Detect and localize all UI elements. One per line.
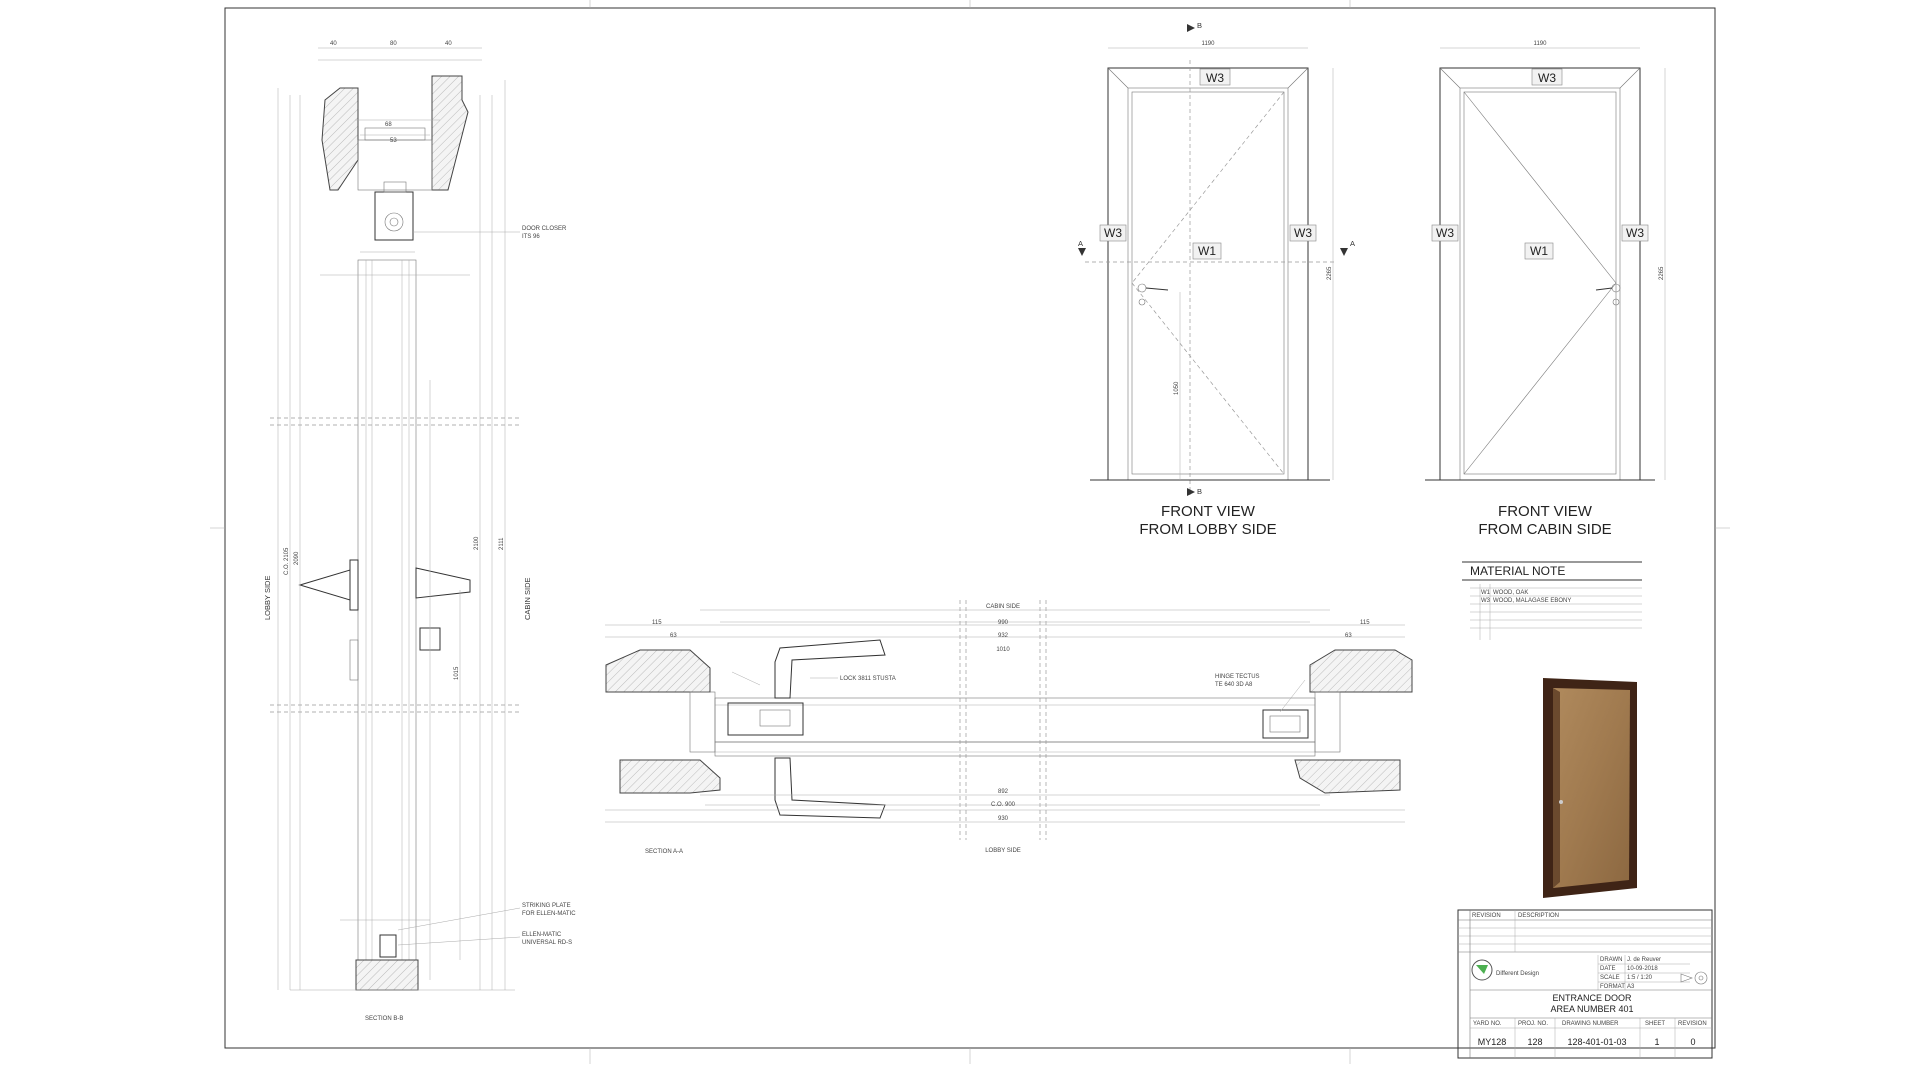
tb-header-drawing: DRAWING NUMBER [1562,1021,1619,1027]
material-row-code: W3 [1481,598,1491,604]
info-value: J. de Reuver [1627,957,1661,963]
material-row-desc: WOOD, OAK [1493,590,1528,596]
section-marker-b-top: B [1197,21,1202,30]
title-block [1457,909,1713,1059]
company-name: Different Design [1496,971,1539,977]
ellen-matic-callout: ELLEN-MATIC [522,932,562,938]
aa-top-dim: 990 [998,620,1009,626]
lobby-view-subtitle: FROM LOBBY SIDE [1139,521,1276,538]
door-3d-render [1543,678,1637,898]
bb-top-dim: 80 [390,41,397,47]
section-marker-a-right: A [1350,239,1355,248]
bb-top-dim: 68 [385,122,392,128]
front-view-cabin-drawing [1425,47,1666,481]
hinge-callout: TE 640 3D A8 [1215,682,1253,688]
front-view-lobby-drawing [1078,24,1348,496]
tb-header-revision: REVISION [1678,1021,1707,1027]
aa-bottom-dim: 930 [998,816,1009,822]
ellen-matic-callout: UNIVERSAL RD-S [522,940,572,946]
lobby-view-title: FRONT VIEW [1161,503,1256,520]
aa-bottom-dim: C.O. 900 [991,802,1016,808]
bb-top-dim: 53 [390,138,397,144]
bb-callouts [397,231,521,946]
section-bb-drawing [270,47,520,991]
lobby-tag-w3-left: W3 [1104,226,1122,240]
info-label: DATE [1600,966,1616,972]
info-label: DRAWN [1600,957,1622,963]
cabin-height-dim: 2265 [1659,266,1665,280]
cabin-tag-w3-top: W3 [1538,71,1556,85]
tb-sheet-value: 1 [1654,1037,1659,1047]
hinge-callout: HINGE TECTUS [1215,674,1260,680]
bb-dim-right: 1015 [454,666,460,680]
aa-side-dim: 115 [652,620,662,626]
lock-callout: LOCK 3811 STUSTA [840,676,896,682]
drawing-title: ENTRANCE DOOR [1552,993,1632,1003]
lobby-height-dim: 2265 [1327,266,1333,280]
bb-top-dim: 40 [445,41,452,47]
material-row-code: W1 [1481,590,1491,596]
bb-top-dim: 40 [330,41,337,47]
info-value: A3 [1627,984,1635,990]
aa-side-dim: 63 [1345,633,1352,639]
tb-header-yard: YARD NO. [1473,1021,1502,1027]
bb-dim-right: 2111 [499,537,505,550]
cabin-tag-w3-left: W3 [1436,226,1454,240]
info-value: 10-09-2018 [1627,966,1658,972]
section-aa-drawing [605,600,1413,840]
tb-header-proj: PROJ. NO. [1518,1021,1548,1027]
bb-dim-left: C.O. 2105 [284,547,290,575]
aa-cabin-side-label: CABIN SIDE [986,604,1020,610]
section-bb-label: SECTION B-B [365,1016,403,1022]
cabin-tag-w3-right: W3 [1626,226,1644,240]
cabin-width-dim: 1190 [1534,41,1548,47]
door-closer-callout: ITS 96 [522,234,540,240]
bb-dim-right: 2100 [474,536,480,550]
info-value: 1:5 / 1:20 [1627,975,1653,981]
material-note-table [1462,561,1642,640]
section-aa-label: SECTION A-A [645,849,683,855]
cabin-tag-w1-center: W1 [1530,244,1548,258]
aa-bottom-dim: 892 [998,789,1009,795]
aa-side-dim: 63 [670,633,677,639]
cabin-view-subtitle: FROM CABIN SIDE [1478,521,1611,538]
info-label: SCALE [1600,975,1620,981]
tb-drawing-number: 128-401-01-03 [1567,1037,1626,1047]
door-closer-callout: DOOR CLOSER [522,226,567,232]
aa-top-dim: 1010 [996,647,1010,653]
bb-dim-left: 2090 [294,551,300,565]
lobby-handle-dim: 1050 [1174,381,1180,395]
sheet-border [210,0,1730,1064]
lobby-tag-w1-center: W1 [1198,244,1216,258]
striking-plate-callout: STRIKING PLATE [522,903,571,909]
aa-lobby-side-label: LOBBY SIDE [985,848,1021,854]
striking-plate-callout: FOR ELLEN-MATIC [522,911,576,917]
lobby-tag-w3-top: W3 [1206,71,1224,85]
section-marker-b-bottom: B [1197,487,1202,496]
section-marker-a-left: A [1078,239,1083,248]
aa-top-dim: 932 [998,633,1009,639]
description-header: DESCRIPTION [1518,913,1559,919]
info-label: FORMAT [1600,984,1625,990]
lobby-tag-w3-right: W3 [1294,226,1312,240]
revision-header: REVISION [1472,913,1501,919]
drawing-subtitle: AREA NUMBER 401 [1550,1004,1633,1014]
tb-proj-value: 128 [1527,1037,1542,1047]
bb-cabin-side-label: CABIN SIDE [523,577,532,620]
tb-revision-value: 0 [1690,1037,1695,1047]
tb-yard-value: MY128 [1478,1037,1507,1047]
tb-header-sheet: SHEET [1645,1021,1665,1027]
bb-lobby-side-label: LOBBY SIDE [263,576,272,620]
lobby-width-dim: 1190 [1202,41,1216,47]
cabin-view-title: FRONT VIEW [1498,503,1593,520]
aa-side-dim: 115 [1360,620,1370,626]
material-note-heading: MATERIAL NOTE [1470,564,1565,578]
material-row-desc: WOOD, MALAGASE EBONY [1493,598,1571,604]
